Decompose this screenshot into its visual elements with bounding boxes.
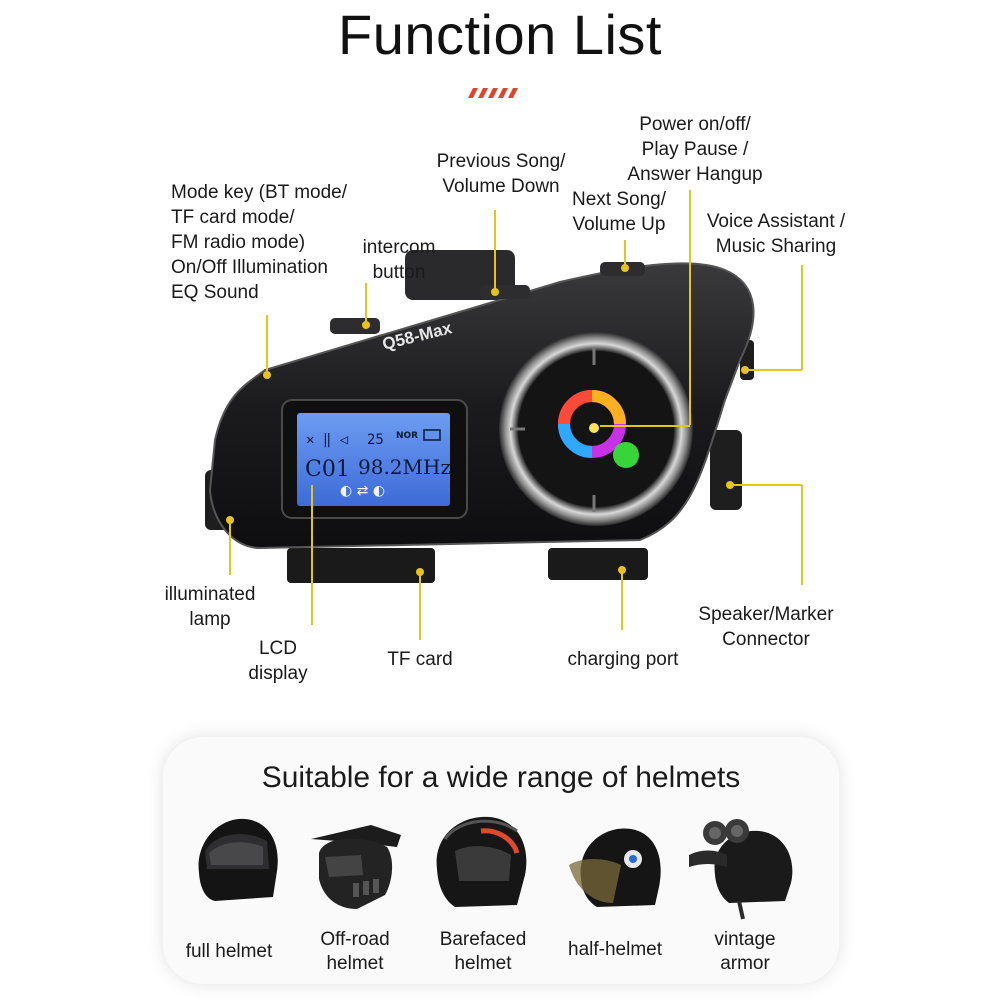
lcd-mode: NOR [396, 431, 418, 441]
lcd-channel: C01 [305, 457, 350, 482]
label-barefaced-helmet: Barefaced helmet [439, 929, 527, 974]
intercom-device: Q58-Max ✕ ‖ ◁ 25 NOR C01 98.2MHz ◐ ⇄ ◐ [205, 250, 755, 583]
svg-text:◐ ⇄ ◐: ◐ ⇄ ◐ [340, 483, 385, 499]
label-lcd-display: LCD display [248, 638, 308, 684]
helmet-compatibility-panel: Suitable for a wide range of helmets [163, 737, 839, 984]
off-road-helmet-image [311, 825, 401, 909]
label-intercom-button: intercom button [362, 237, 436, 283]
label-previous-song: Previous Song/ Volume Down [436, 151, 566, 197]
label-full-helmet: full helmet [185, 941, 273, 962]
label-off-road-helmet: Off-road helmet [320, 929, 390, 974]
lcd-volume: 25 [367, 432, 384, 448]
lcd-screen [297, 413, 450, 506]
lcd-frequency: 98.2MHz [358, 455, 451, 479]
label-vintage-armor: vintage armor [714, 929, 776, 974]
label-tf-card: TF card [387, 649, 453, 670]
half-helmet-image [569, 828, 661, 907]
svg-text:✕ ‖ ◁: ✕ ‖ ◁ [306, 432, 349, 448]
barefaced-helmet-image [436, 816, 527, 907]
label-charging-port: charging port [567, 649, 679, 670]
label-half-helmet: half-helmet [568, 939, 662, 960]
label-next-song: Next Song/ Volume Up [572, 189, 666, 235]
label-speaker-connector: Speaker/Marker Connector [698, 604, 834, 650]
helmet-panel-title: Suitable for a wide range of helmets [261, 761, 741, 794]
label-illuminated-lamp: illuminated lamp [164, 584, 256, 630]
label-voice-assistant: Voice Assistant / Music Sharing [706, 211, 846, 257]
label-mode-key: Mode key (BT mode/ TF card mode/ FM radi… [171, 182, 348, 303]
full-helmet-image [198, 818, 278, 901]
label-power: Power on/off/ Play Pause / Answer Hangup [627, 114, 763, 185]
page-title: Function List [338, 3, 662, 66]
decorative-stripes [468, 88, 518, 98]
vintage-armor-image [689, 819, 793, 920]
